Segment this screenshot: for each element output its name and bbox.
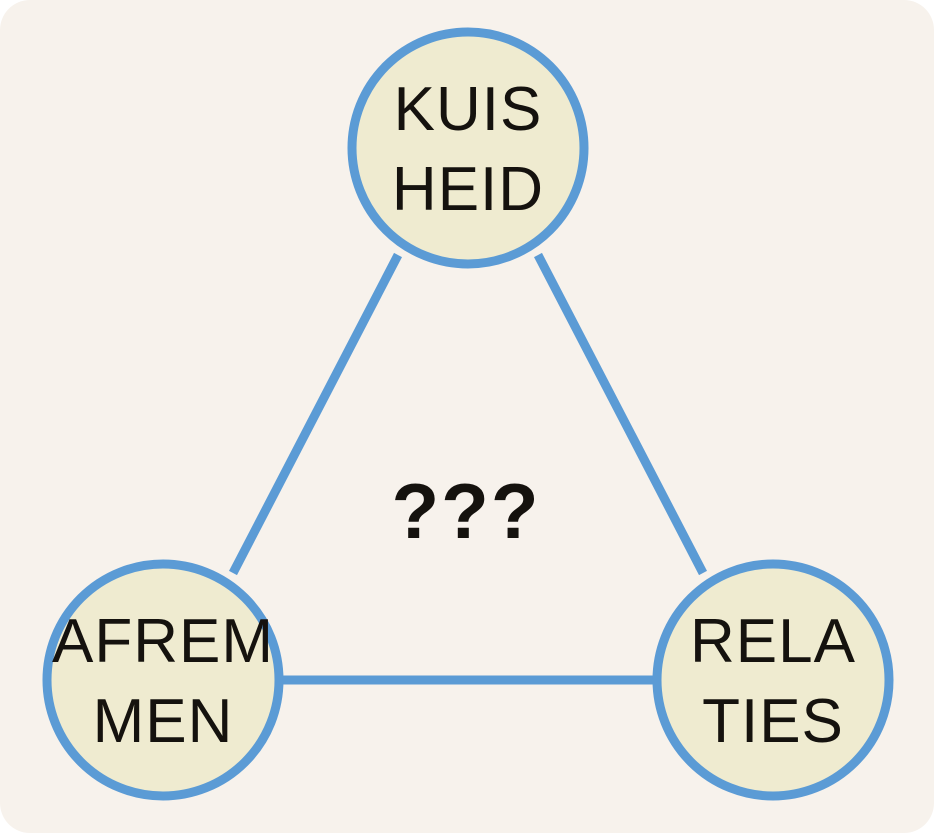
node-kuisheid-circle[interactable]: [347, 27, 589, 269]
node-afremmen-circle[interactable]: [42, 559, 284, 801]
node-kuisheid[interactable]: KUIS HEID: [347, 27, 589, 269]
center-question-marks: ???: [392, 467, 541, 555]
node-relaties-circle[interactable]: [652, 559, 894, 801]
edge-group: [229, 252, 707, 685]
edge-kuisheid-relaties: [534, 252, 707, 576]
node-afremmen-label-line1: AFREM: [52, 607, 274, 676]
node-afremmen[interactable]: AFREM MEN: [42, 559, 284, 801]
node-kuisheid-label-line1: KUIS: [394, 75, 543, 144]
edge-kuisheid-afremmen: [229, 252, 402, 576]
node-relaties-label-line1: RELA: [690, 607, 856, 676]
node-afremmen-label-line2: MEN: [93, 687, 234, 756]
node-relaties-label-line2: TIES: [702, 687, 844, 756]
node-relaties[interactable]: RELA TIES: [652, 559, 894, 801]
node-kuisheid-label-line2: HEID: [392, 155, 544, 224]
